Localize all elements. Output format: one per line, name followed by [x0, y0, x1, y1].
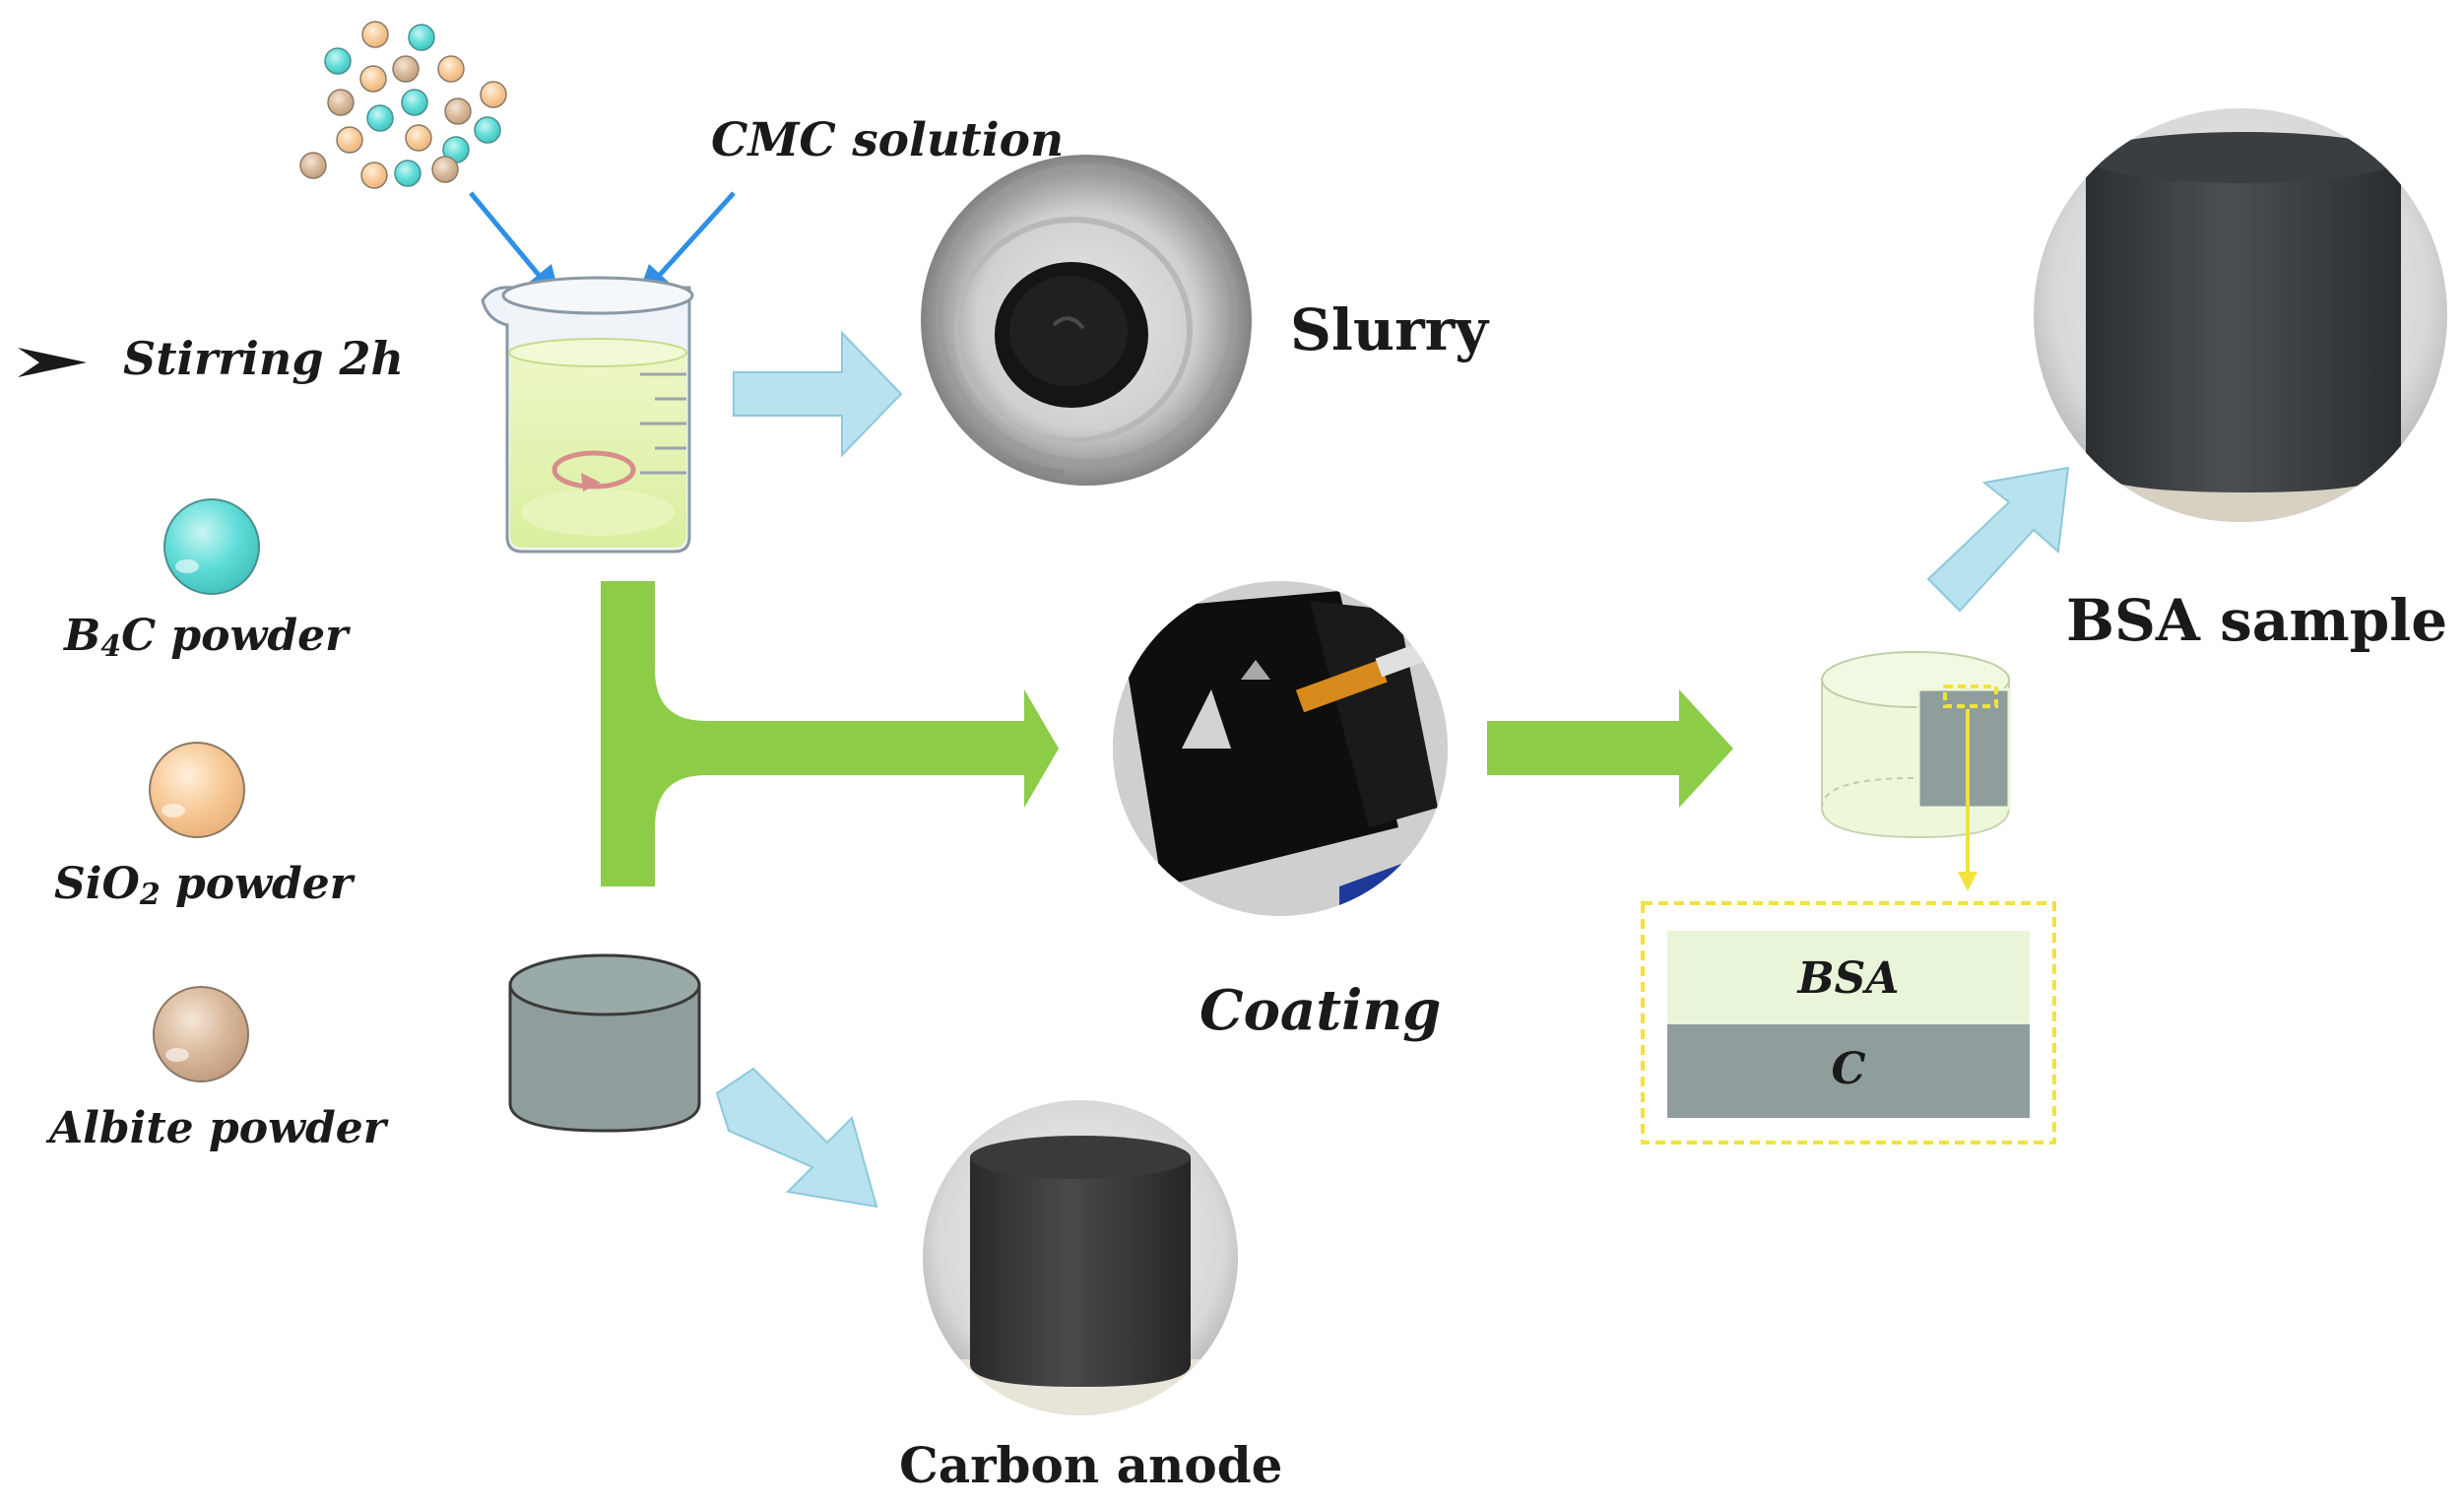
cross-section-cylinder-icon [1821, 651, 2011, 891]
stirring-label: Stirring 2h [123, 332, 404, 385]
slurry-photo [921, 155, 1252, 486]
slurry-label: Slurry [1290, 296, 1490, 363]
albite-legend: Albite powder [45, 986, 389, 1153]
coating-flow-arrow [601, 581, 1059, 886]
albite-particle-icon [153, 986, 249, 1082]
arrowhead-bullet-icon [18, 348, 87, 377]
albite-powder-label: Albite powder [45, 1103, 389, 1153]
b4c-legend: B4C powder [62, 498, 351, 664]
bsa-sample-photo [2034, 108, 2447, 522]
bsa-sample-label: BSA sample [2066, 587, 2447, 654]
to-cross-section-arrow [1487, 689, 1733, 808]
sio2-powder-label: SiO2 powder [54, 859, 356, 912]
carbon-layer-label: C [1831, 1044, 1865, 1094]
bsa-layer-label: BSA [1795, 953, 1899, 1004]
stirring-bullet: Stirring 2h [18, 332, 404, 385]
stirring-rotation-icon [551, 450, 636, 491]
coating-label: Coating [1200, 978, 1441, 1043]
sio2-legend: SiO2 powder [54, 742, 356, 912]
cmc-solution-label: CMC solution [711, 113, 1064, 167]
carbon-layer [1667, 1024, 2030, 1118]
beaker-icon [481, 276, 694, 554]
powder-particle-cluster [299, 21, 507, 189]
cross-section-highlight [1943, 685, 1998, 708]
coating-photo [1113, 581, 1448, 916]
carbon-anode-label: Carbon anode [899, 1436, 1282, 1494]
carbon-anode-photo [923, 1100, 1238, 1415]
b4c-particle-icon [163, 498, 260, 595]
to-bsa-sample-arrow [1926, 466, 2070, 613]
to-slurry-arrow [733, 330, 903, 458]
b4c-powder-label: B4C powder [62, 611, 351, 664]
to-carbon-anode-arrow [715, 1067, 878, 1209]
bsa-layer [1667, 931, 2030, 1024]
carbon-cylinder-icon [508, 953, 701, 1133]
layer-detail-box: BSA C [1641, 901, 2056, 1145]
sio2-particle-icon [149, 742, 245, 838]
